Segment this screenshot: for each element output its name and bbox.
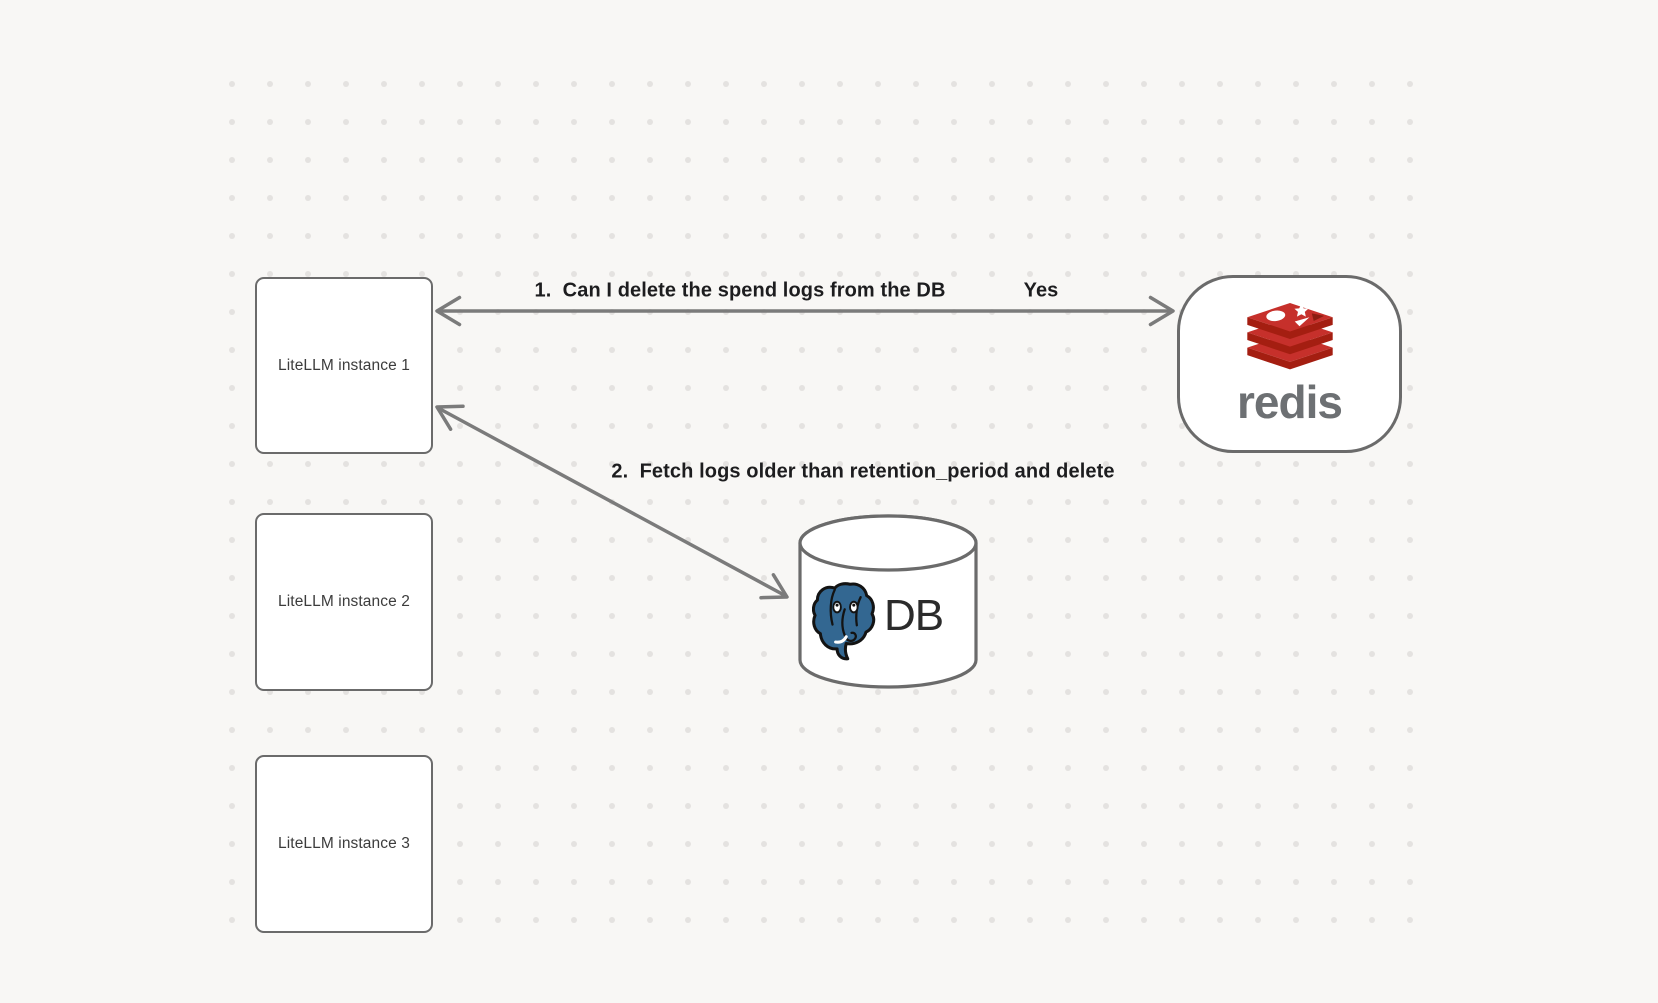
- litellm-instance-2-label: LiteLLM instance 2: [278, 593, 410, 610]
- arrow-litellm-db: [435, 404, 789, 600]
- node-redis: redis: [1177, 275, 1402, 453]
- node-litellm-instance-3: LiteLLM instance 3: [255, 755, 433, 933]
- node-litellm-instance-1: LiteLLM instance 1: [255, 277, 433, 454]
- db-label: DB: [884, 591, 944, 640]
- arrow-litellm-redis: [435, 295, 1175, 327]
- arrowhead-right-icon: [1148, 295, 1175, 327]
- postgres-elephant-icon: [812, 582, 876, 661]
- litellm-instance-1-label: LiteLLM instance 1: [278, 356, 410, 374]
- arrowhead-box-end-icon: [435, 404, 465, 431]
- edge1-response-label: Yes: [1023, 279, 1059, 302]
- node-litellm-instance-2: LiteLLM instance 2: [255, 513, 433, 691]
- arrowhead-left-icon: [435, 295, 462, 327]
- edge1-label: 1. Can I delete the spend logs from the …: [534, 279, 946, 302]
- redis-wordmark-label: redis: [1237, 376, 1343, 428]
- redis-logo-icon: [1246, 303, 1333, 370]
- edge2-label: 2. Fetch logs older than retention_perio…: [611, 460, 1115, 483]
- arrowhead-db-end-icon: [759, 573, 789, 600]
- litellm-instance-3-label: LiteLLM instance 3: [278, 835, 410, 852]
